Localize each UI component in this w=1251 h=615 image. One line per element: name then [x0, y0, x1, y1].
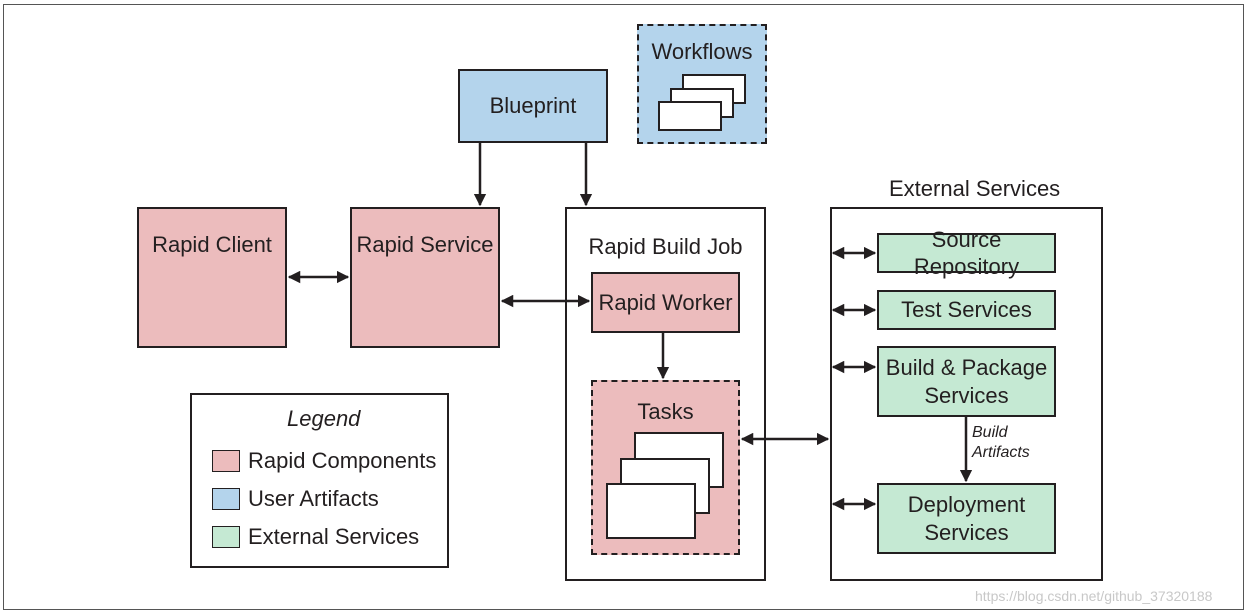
- tasks-label: Tasks: [637, 399, 694, 424]
- legend-swatch-user-artifacts: [212, 488, 240, 510]
- build-package-services-node: Build & Package Services: [877, 346, 1056, 417]
- legend-swatch-external-services: [212, 526, 240, 548]
- deployment-label-line2: Services: [924, 519, 1009, 545]
- blueprint-label: Blueprint: [489, 93, 577, 119]
- rapid-build-job-label: Rapid Build Job: [588, 234, 743, 259]
- rapid-service-label: Rapid Service: [356, 232, 494, 257]
- workflows-label: Workflows: [651, 39, 753, 64]
- test-services-label: Test Services: [901, 297, 1032, 323]
- build-package-label-line1: Build & Package: [885, 355, 1048, 380]
- rapid-client-label: Rapid Client: [152, 232, 272, 257]
- legend-label-user-artifacts: User Artifacts: [248, 486, 379, 511]
- watermark: https://blog.csdn.net/github_37320188: [975, 588, 1213, 604]
- source-repository-label: Source Repository: [913, 226, 1020, 280]
- deployment-services-node: Deployment Services: [877, 483, 1056, 554]
- source-repository-node: Source Repository: [877, 227, 1056, 279]
- legend-swatch-rapid-components: [212, 450, 240, 472]
- build-artifacts-label-line2: Artifacts: [972, 444, 1030, 461]
- rapid-client-node: Rapid Client: [137, 207, 287, 348]
- deployment-label-line1: Deployment: [907, 492, 1026, 517]
- legend-title: Legend: [287, 406, 361, 431]
- build-artifacts-label-line1: Build: [972, 424, 1008, 441]
- build-package-label-line2: Services: [924, 382, 1009, 408]
- legend-label-rapid-components: Rapid Components: [248, 448, 437, 473]
- rapid-worker-label: Rapid Worker: [598, 289, 733, 315]
- test-services-node: Test Services: [877, 290, 1056, 330]
- rapid-service-node: Rapid Service: [350, 207, 500, 348]
- legend-label-external-services: External Services: [248, 524, 420, 549]
- blueprint-node: Blueprint: [458, 69, 608, 143]
- external-services-title: External Services: [889, 176, 1061, 201]
- rapid-worker-node: Rapid Worker: [591, 272, 740, 333]
- task-card-front: [606, 483, 696, 539]
- workflow-card-front: [658, 101, 722, 131]
